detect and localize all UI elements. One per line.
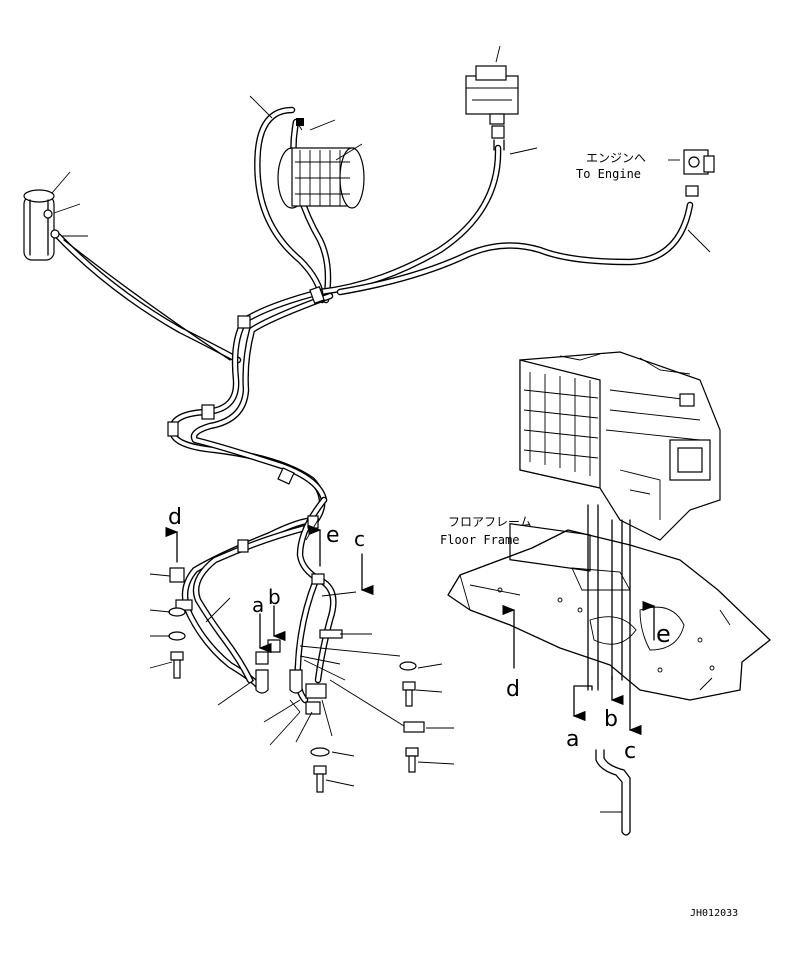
fasteners-right bbox=[299, 519, 455, 773]
to-engine-label-jp: エンジンへ bbox=[586, 151, 646, 165]
fasteners-left bbox=[149, 567, 186, 679]
floor-frame bbox=[447, 504, 771, 836]
engine-fitting bbox=[668, 149, 715, 253]
compressor bbox=[249, 95, 365, 209]
ref-letter-d-right: d bbox=[506, 677, 520, 702]
receiver-drier bbox=[23, 171, 88, 261]
floor-frame-label-en: Floor Frame bbox=[440, 533, 519, 547]
to-engine-label-en: To Engine bbox=[576, 167, 641, 181]
ref-letter-d-left: d bbox=[168, 505, 182, 530]
ref-letter-b-left: b bbox=[268, 585, 281, 609]
ref-letter-e-right: e bbox=[656, 620, 671, 648]
ref-letter-a-right: a bbox=[566, 727, 579, 752]
hvac-unit bbox=[509, 351, 721, 572]
ref-letter-c-left: c bbox=[354, 527, 365, 551]
heater-valve bbox=[465, 45, 538, 155]
hose-clamps bbox=[167, 285, 325, 611]
floor-frame-label-jp: フロアフレーム bbox=[448, 515, 532, 529]
ref-letter-b-right: b bbox=[604, 707, 618, 732]
ref-letter-a-left: a bbox=[252, 593, 264, 617]
ref-letter-c-right: c bbox=[624, 739, 636, 764]
fasteners-middle bbox=[205, 597, 355, 793]
drawing-code: JH012033 bbox=[690, 908, 738, 919]
ref-letter-e-left: e bbox=[326, 523, 340, 548]
reference-arrows bbox=[165, 524, 656, 736]
